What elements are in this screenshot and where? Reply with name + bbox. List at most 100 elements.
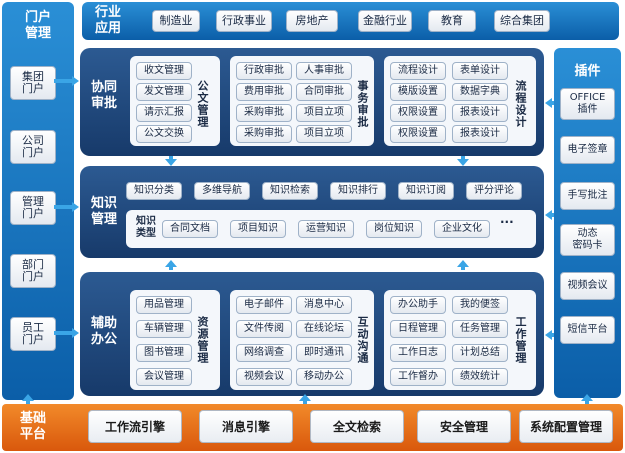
- knowledge-item[interactable]: 评分评论: [466, 182, 522, 200]
- knowledge-type-group: 知识 类型 合同文档 项目知识 运营知识 岗位知识 企业文化 ...: [126, 210, 536, 248]
- doc-item[interactable]: 收文管理: [136, 62, 192, 80]
- plugin-otp-card[interactable]: 动态 密码卡: [560, 224, 615, 256]
- knowledge-type-item[interactable]: 合同文档: [162, 220, 218, 238]
- resource-item[interactable]: 用品管理: [136, 296, 192, 314]
- comm-group: 电子邮件 消息中心 文件传阅 在线论坛 网络调查 即时通讯 视频会议 移动办公 …: [230, 290, 374, 390]
- flow-item[interactable]: 模版设置: [390, 83, 446, 101]
- comm-item[interactable]: 文件传阅: [236, 320, 292, 338]
- knowledge-item[interactable]: 知识订阅: [398, 182, 454, 200]
- comm-item[interactable]: 电子邮件: [236, 296, 292, 314]
- connector: [26, 400, 30, 404]
- flow-item[interactable]: 报表设计: [452, 125, 508, 143]
- arrow-up-icon: [165, 260, 177, 267]
- industry-item-manufacturing[interactable]: 制造业: [152, 10, 200, 32]
- work-group-label: 工作管理: [514, 316, 527, 364]
- plugin-office[interactable]: OFFICE 插件: [560, 88, 615, 120]
- comm-item[interactable]: 在线论坛: [296, 320, 352, 338]
- industry-item-education[interactable]: 教育: [428, 10, 476, 32]
- base-item-fulltext-search[interactable]: 全文检索: [310, 410, 404, 443]
- knowledge-type-item[interactable]: 项目知识: [230, 220, 286, 238]
- plugin-handwriting[interactable]: 手写批注: [560, 182, 615, 210]
- affair-item[interactable]: 合同审批: [296, 83, 352, 101]
- connector: [461, 156, 465, 160]
- affair-item[interactable]: 人事审批: [296, 62, 352, 80]
- resource-item[interactable]: 会议管理: [136, 368, 192, 386]
- industry-item-government[interactable]: 行政事业: [216, 10, 272, 32]
- collab-panel: 协同 审批 收文管理 发文管理 请示汇报 公文交换 公文管理 行政审批 人事审批…: [80, 48, 544, 156]
- work-item[interactable]: 任务管理: [452, 320, 508, 338]
- knowledge-item[interactable]: 知识检索: [262, 182, 318, 200]
- knowledge-type-item[interactable]: 企业文化: [434, 220, 490, 238]
- knowledge-item[interactable]: 知识排行: [330, 182, 386, 200]
- knowledge-type-item[interactable]: 岗位知识: [366, 220, 422, 238]
- work-item[interactable]: 我的便签: [452, 296, 508, 314]
- flow-item[interactable]: 权限设置: [390, 125, 446, 143]
- comm-item[interactable]: 视频会议: [236, 368, 292, 386]
- knowledge-type-item[interactable]: 运营知识: [298, 220, 354, 238]
- connector: [585, 400, 589, 404]
- resource-item[interactable]: 车辆管理: [136, 320, 192, 338]
- portal-item-employee[interactable]: 员工 门户: [10, 317, 56, 351]
- flow-item[interactable]: 数据字典: [452, 83, 508, 101]
- comm-item[interactable]: 网络调查: [236, 344, 292, 362]
- work-item[interactable]: 日程管理: [390, 320, 446, 338]
- doc-item[interactable]: 公文交换: [136, 125, 192, 143]
- doc-item[interactable]: 发文管理: [136, 83, 192, 101]
- collab-title: 协同 审批: [90, 80, 117, 111]
- affair-item[interactable]: 项目立项: [296, 104, 352, 122]
- knowledge-type-label: 知识 类型: [136, 216, 156, 239]
- portal-item-group[interactable]: 集团 门户: [10, 66, 56, 100]
- arrow-left-icon: [545, 330, 552, 340]
- industry-item-realestate[interactable]: 房地产: [286, 10, 338, 32]
- plugin-video-meeting[interactable]: 视频会议: [560, 272, 615, 300]
- plugin-esign[interactable]: 电子签章: [560, 136, 615, 164]
- flow-item[interactable]: 报表设计: [452, 104, 508, 122]
- knowledge-item[interactable]: 多维导航: [194, 182, 250, 200]
- work-item[interactable]: 计划总结: [452, 344, 508, 362]
- comm-group-label: 互动沟通: [356, 316, 369, 364]
- portal-item-management[interactable]: 管理 门户: [10, 191, 56, 225]
- connector: [54, 331, 72, 335]
- industry-item-conglomerate[interactable]: 综合集团: [494, 10, 550, 32]
- base-item-system-config[interactable]: 系统配置管理: [519, 410, 613, 443]
- resource-item[interactable]: 图书管理: [136, 344, 192, 362]
- work-item[interactable]: 工作日志: [390, 344, 446, 362]
- base-title: 基础 平台: [19, 411, 46, 442]
- assist-panel: 辅助 办公 用品管理 车辆管理 图书管理 会议管理 资源管理 电子邮件 消息中心…: [80, 272, 544, 396]
- flow-item[interactable]: 权限设置: [390, 104, 446, 122]
- work-item[interactable]: 办公助手: [390, 296, 446, 314]
- connector: [54, 79, 72, 83]
- affair-item[interactable]: 采购审批: [236, 104, 292, 122]
- industry-title: 行业 应用: [94, 5, 121, 36]
- doc-group-label: 公文管理: [196, 80, 209, 128]
- knowledge-panel: 知识 管理 知识分类 多维导航 知识检索 知识排行 知识订阅 评分评论 知识 类…: [80, 166, 544, 258]
- portal-item-company[interactable]: 公司 门户: [10, 130, 56, 164]
- plugins-panel: 插件 OFFICE 插件 电子签章 手写批注 动态 密码卡 视频会议 短信平台: [554, 48, 621, 398]
- work-item[interactable]: 绩效统计: [452, 368, 508, 386]
- flow-item[interactable]: 流程设计: [390, 62, 446, 80]
- portal-item-department[interactable]: 部门 门户: [10, 254, 56, 288]
- comm-item[interactable]: 消息中心: [296, 296, 352, 314]
- base-item-message-engine[interactable]: 消息引擎: [199, 410, 293, 443]
- affair-item[interactable]: 项目立项: [296, 125, 352, 143]
- doc-item[interactable]: 请示汇报: [136, 104, 192, 122]
- plugin-sms[interactable]: 短信平台: [560, 316, 615, 344]
- comm-item[interactable]: 移动办公: [296, 368, 352, 386]
- arrow-right-icon: [72, 328, 79, 338]
- comm-item[interactable]: 即时通讯: [296, 344, 352, 362]
- knowledge-item[interactable]: 知识分类: [126, 182, 182, 200]
- affair-item[interactable]: 费用审批: [236, 83, 292, 101]
- industry-panel: 行业 应用 制造业 行政事业 房地产 金融行业 教育 综合集团: [82, 2, 619, 40]
- industry-item-finance[interactable]: 金融行业: [358, 10, 412, 32]
- affair-item[interactable]: 行政审批: [236, 62, 292, 80]
- arrow-up-icon: [581, 394, 593, 401]
- flow-item[interactable]: 表单设计: [452, 62, 508, 80]
- base-panel: 基础 平台 工作流引擎 消息引擎 全文检索 安全管理 系统配置管理: [2, 404, 623, 451]
- arrow-left-icon: [545, 210, 552, 220]
- base-item-security[interactable]: 安全管理: [417, 410, 511, 443]
- connector: [551, 213, 554, 217]
- work-item[interactable]: 工作督办: [390, 368, 446, 386]
- base-item-workflow-engine[interactable]: 工作流引擎: [88, 410, 182, 443]
- affair-item[interactable]: 采购审批: [236, 125, 292, 143]
- connector: [303, 400, 307, 404]
